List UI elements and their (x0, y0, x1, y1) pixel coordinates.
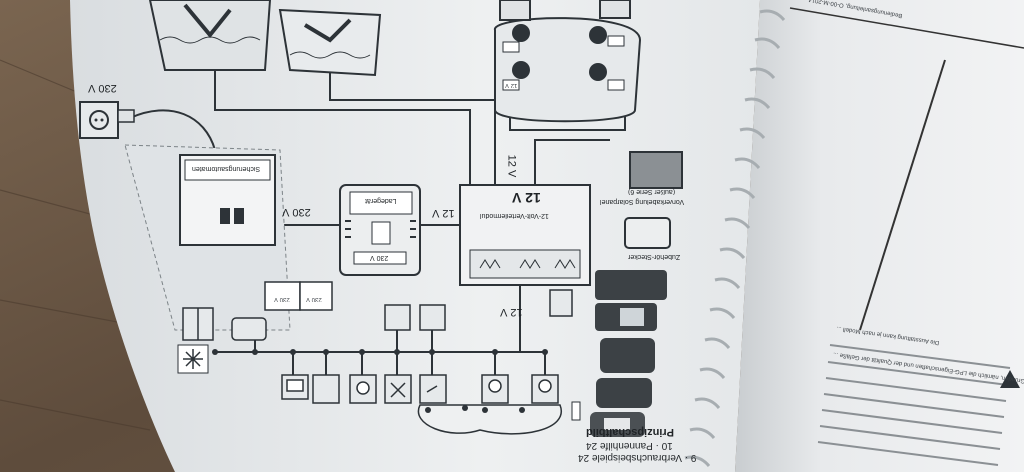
accessory-plug (624, 217, 671, 249)
label-mains-to-charger: 230 V (282, 206, 311, 218)
charger (339, 184, 421, 276)
battery-icon (499, 0, 631, 21)
accessory-label: Zubehör-Stecker (628, 253, 681, 260)
snowflake-icon (177, 344, 209, 374)
lamp-icon-2 (481, 374, 509, 404)
warning-icon (1000, 370, 1020, 388)
tap-icon (419, 374, 447, 404)
fuse-a (264, 281, 301, 311)
fuse-a-label: 230 V (274, 296, 290, 302)
socket-icon (79, 101, 119, 139)
fuse-box (179, 154, 276, 246)
tank-12v-label: 12 V (505, 82, 518, 88)
fridge-icon (182, 307, 214, 341)
fuse-panel-label: Sicherungsautomaten (192, 165, 261, 172)
boiler-icon (231, 317, 267, 341)
heater-icon (312, 374, 340, 404)
right-page (735, 0, 1024, 472)
socket-12v-icon (549, 289, 573, 317)
label-charger-to-module: 12 V (432, 207, 455, 219)
right-page-text-lines (817, 344, 1011, 466)
control-panel-icon (590, 270, 667, 437)
fuse-b-label: 230 V (306, 296, 322, 302)
plug-icon (117, 109, 135, 123)
pump-icon (349, 374, 377, 404)
light-switch-icon (571, 401, 581, 421)
toc-item-1: 9 · Verbrauchsbeispiele 24 (578, 452, 697, 463)
label-module-up: 12 V (505, 154, 518, 178)
fresh-water-tank (148, 0, 272, 71)
box-icon-1 (384, 304, 411, 331)
label-mains: 230 V (88, 82, 117, 94)
margin-rule (859, 59, 946, 331)
box-icon-2 (419, 304, 446, 331)
waste-water-tank (278, 8, 382, 77)
toc-item-2: 10 · Pannenhilfe 24 (586, 440, 673, 451)
module-display: 12 V (512, 190, 541, 206)
module-title: 12-Volt-Verteilermodul (480, 212, 549, 219)
charger-rating: 230 V (370, 254, 389, 261)
figure-caption: Prinzipschaltbild (586, 426, 675, 438)
solar-label: Vorverkabelung Solarpanel (600, 198, 685, 205)
junction-dots (212, 349, 548, 355)
spiral-binding (684, 9, 786, 467)
lamp-icon (531, 374, 559, 404)
charger-title: Ladegerät (365, 197, 397, 204)
fan-icon (384, 374, 412, 404)
interior-lights (417, 404, 563, 435)
header-rule (789, 7, 1024, 49)
distribution-module (459, 184, 591, 286)
label-module-down: 12 V (500, 306, 523, 318)
solar-junction (629, 151, 683, 189)
fuse-b (299, 281, 333, 311)
vehicle-chassis (493, 17, 642, 123)
solar-note: (außer Serie 6) (628, 188, 676, 195)
tv-icon (281, 374, 309, 400)
